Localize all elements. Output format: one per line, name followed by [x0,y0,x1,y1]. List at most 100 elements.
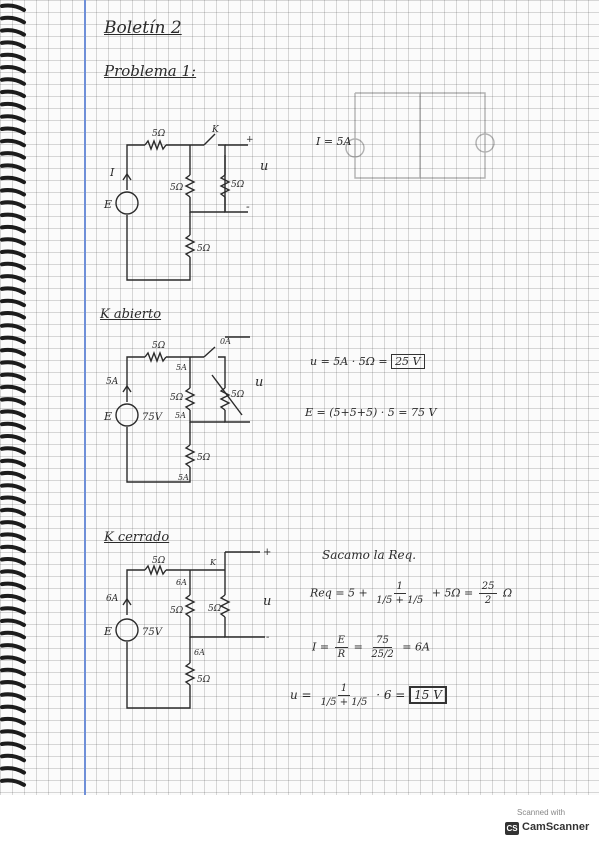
spiral-ring [0,15,26,25]
eq-u-open-result: 25 V [391,354,425,369]
spiral-ring [0,311,26,320]
label-r-bottom-1: 5Ω [197,244,211,254]
req-res-num: 25 [478,580,498,594]
label-source-value-open: 75V [142,412,164,423]
spiral-ring [0,28,26,37]
closed-heading: K cerrado [104,530,170,545]
label-current-bottom-closed: 6A [194,648,205,657]
circuit-diagram-open: 5Ω 5Ω 5Ω 5Ω 5A 5A 5A 5A 0A E 75V u [103,336,263,483]
i-result: = 6A [402,640,430,654]
spiral-ring [0,778,26,787]
i-den1: R [337,649,346,660]
spiral-ring [0,397,26,406]
spiral-ring [0,40,26,49]
req-num: 1 [393,580,406,594]
spiral-ring [0,569,26,578]
spiral-ring [0,495,26,504]
i-fraction-1: E R [334,634,349,661]
label-source-open: E [103,410,112,423]
label-current-top-closed: 6A [176,578,187,587]
i-fraction-2: 75 25/2 [368,634,396,661]
req-den: 1/5 + 1/5 [376,595,424,606]
spiral-ring [0,618,26,627]
spiral-ring [0,200,26,209]
spiral-ring [0,729,26,738]
label-r-left-1: 5Ω [170,183,184,193]
label-minus-closed: - [266,632,270,643]
label-current-left-closed: 6A [106,594,119,604]
i-left: I = [312,640,330,654]
spiral-ring [0,409,26,418]
spiral-ring [0,643,26,652]
spiral-ring [0,347,26,357]
label-switch-1: K [211,125,220,135]
label-r-top-closed: 5Ω [152,556,166,566]
spiral-ring [0,458,26,468]
spiral-ring [0,323,26,332]
spiral-ring [0,434,26,443]
label-r-top-1: 5Ω [152,129,166,139]
label-current-top-open: 5A [176,363,187,372]
circuit-diagram-closed: 5Ω 5Ω 5Ω 5Ω 6A 6A 6A K E 75V u + - [103,547,271,709]
label-source-value-closed: 75V [142,627,164,638]
label-r-left-open: 5Ω [170,393,184,403]
spiral-ring [0,249,26,258]
req-unit: Ω [502,586,513,600]
camscanner-badge: CS CamScanner [503,820,590,838]
label-source-closed: E [103,625,112,638]
spiral-ring [0,470,26,480]
label-r-top-open: 5Ω [152,341,166,351]
label-r-bottom-closed: 5Ω [197,675,211,685]
spiral-ring [0,532,26,541]
u-left: u = [290,688,312,702]
spiral-ring [0,335,26,345]
spiral-ring [0,753,26,763]
label-r-right-closed: 5Ω [208,604,222,614]
spiral-ring [0,630,26,640]
spiral-ring [0,593,26,603]
label-r-right-1: 5Ω [231,180,245,190]
spiral-ring [0,692,26,701]
eq-u-open-left: u = 5A · 5Ω = [310,355,388,368]
label-output-closed: u [263,594,271,609]
label-current-1: I [109,166,115,179]
spiral-ring [0,101,26,111]
spiral-ring [0,126,26,135]
spiral-ring [0,544,26,554]
req-fraction: 1 1/5 + 1/5 [373,580,426,607]
spiral-ring [0,175,26,185]
u-num: 1 [337,682,351,696]
label-current-bottom-open: 5A [178,473,189,482]
spiral-ring [0,298,26,308]
spiral-ring [0,766,26,775]
spiral-ring [0,224,26,234]
label-plus-closed: + [263,547,271,558]
label-current-mid-open: 5A [175,411,186,420]
spiral-ring [0,667,26,677]
equation-req: Req = 5 + 1 1/5 + 1/5 + 5Ω = 25 2 Ω [310,580,512,607]
label-output-open: u [255,375,263,390]
req-note: Sacamo la Req. [322,548,417,562]
label-r-right-open: 5Ω [231,390,245,400]
spiral-ring [0,188,26,197]
spiral-ring [0,114,26,123]
spiral-ring [0,163,26,172]
u-result: 15 V [409,686,447,704]
camscanner-brand: CamScanner [522,821,590,833]
scan-bottom-area [0,795,599,848]
spiral-ring [0,680,26,689]
spiral-binding [0,3,26,787]
spiral-ring [0,89,26,99]
label-switch-closed: K [209,558,217,567]
equation-u-open: u = 5A · 5Ω = 25 V [310,354,425,369]
problem-heading: Problema 1: [104,62,197,80]
u-fraction: 1 1/5 + 1/5 [317,682,370,709]
i-eq: = [353,640,363,654]
spiral-ring [0,606,26,615]
equation-u-closed: u = 1 1/5 + 1/5 · 6 = 15 V [290,682,447,709]
spiral-ring [0,65,26,74]
spiral-ring [0,741,26,750]
spiral-ring [0,237,26,246]
spiral-ring [0,138,26,148]
